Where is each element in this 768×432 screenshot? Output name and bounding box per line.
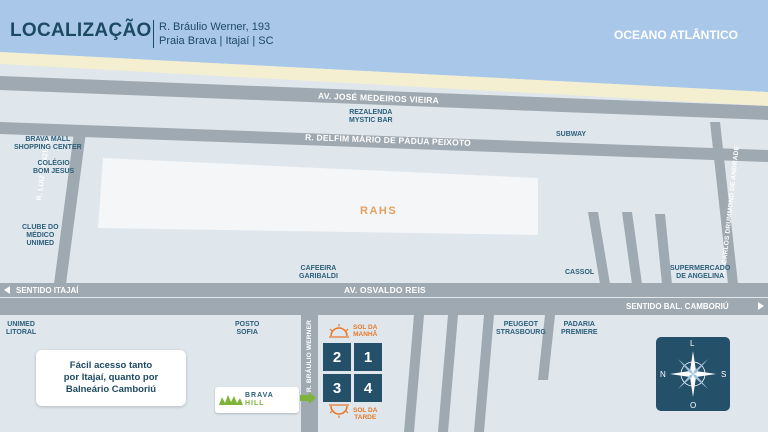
- road-av-osvaldo-lane: [0, 298, 768, 315]
- arrow-left-icon: [4, 286, 10, 294]
- address-line1: R. Bráulio Werner, 193: [159, 21, 271, 33]
- road-label-r-braulio: R. BRÁULIO WERNER: [306, 319, 313, 392]
- road-r-delfim: [0, 122, 768, 162]
- block-3: 3: [323, 374, 351, 402]
- place-colegio: COLÉGIO BOM JESUS: [33, 160, 75, 175]
- block-1: 1: [354, 343, 382, 371]
- place-posto: POSTO SOFIA: [235, 321, 260, 336]
- place-peugeot: PEUGEOT STRASBOURG: [496, 321, 546, 336]
- place-unimed: UNIMED LITORAL: [6, 321, 37, 336]
- place-subway: SUBWAY: [556, 131, 587, 138]
- road-r-braulio: [301, 315, 318, 432]
- sun-afternoon-label: SOL DA TARDE: [353, 407, 378, 421]
- development-block: [98, 158, 538, 235]
- direction-bal-camboriu: SENTIDO BAL. CAMBORIÚ: [626, 302, 729, 311]
- road-south-4: [538, 315, 555, 380]
- compass-south: O: [690, 401, 697, 410]
- block-4: 4: [354, 374, 382, 402]
- block-2: 2: [323, 343, 351, 371]
- place-supermercado: SUPERMERCADO DE ANGELINA: [670, 265, 731, 280]
- page-title: LOCALIZAÇÃO: [10, 20, 152, 41]
- road-av-jose: [0, 76, 768, 120]
- place-cassol: CASSOL: [565, 269, 595, 276]
- brava-hill-logo: BRAVA HILL: [215, 387, 299, 413]
- beach-area: [0, 52, 768, 106]
- road-r-luiz: [54, 132, 86, 284]
- compass-west: N: [660, 370, 666, 379]
- road-av-carlos: [710, 122, 738, 284]
- arrow-pointer-icon: [300, 392, 316, 404]
- road-south-3: [474, 315, 494, 432]
- road-south-1: [404, 315, 424, 432]
- brand-line1: BRAVA: [245, 392, 274, 399]
- place-clube: CLUBE DO MÉDICO UNIMED: [22, 224, 59, 247]
- compass-east: S: [721, 370, 727, 379]
- ocean-label: OCEANO ATLÂNTICO: [614, 28, 738, 42]
- compass-north: L: [690, 339, 695, 348]
- brand-line2: HILL: [245, 400, 265, 407]
- road-side-1: [588, 212, 610, 284]
- rahs-logo: RAHS: [360, 205, 398, 217]
- arrow-right-icon: [758, 302, 764, 310]
- ocean-area: [0, 0, 768, 92]
- sun-morning-icon: [329, 324, 349, 338]
- address-line2: Praia Brava | Itajaí | SC: [159, 35, 274, 47]
- direction-itajai: SENTIDO ITAJAÍ: [16, 286, 79, 295]
- access-callout-text: Fácil acesso tanto por Itajaí, quanto po…: [63, 360, 159, 395]
- road-side-3: [655, 214, 672, 284]
- brand-wave-icon: [219, 395, 243, 405]
- compass-rose-icon: [670, 351, 716, 397]
- sun-afternoon-icon: [329, 404, 349, 418]
- road-side-2: [622, 212, 642, 284]
- place-padaria: PADARIA PREMIERE: [561, 321, 598, 336]
- place-brava-mall: BRAVA MALL SHOPPING CENTER: [14, 136, 82, 151]
- access-callout: Fácil acesso tanto por Itajaí, quanto po…: [36, 350, 186, 406]
- address: R. Bráulio Werner, 193 Praia Brava | Ita…: [153, 20, 274, 48]
- road-label-av-osvaldo: AV. OSVALDO REIS: [344, 285, 426, 295]
- sun-morning-label: SOL DA MANHÃ: [353, 324, 378, 338]
- place-cafeteira: CAFEEIRA GARIBALDI: [299, 265, 338, 280]
- place-rezalenda: REZALENDA MYSTIC BAR: [349, 109, 393, 124]
- road-av-osvaldo: [0, 283, 768, 297]
- road-south-2: [438, 315, 458, 432]
- compass: L O N S: [656, 337, 730, 411]
